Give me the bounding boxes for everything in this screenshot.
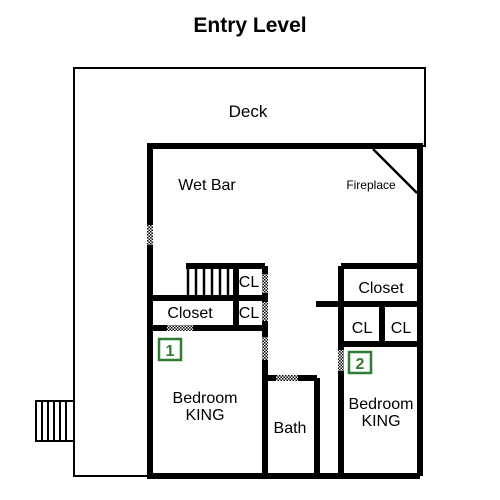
marker-2: 2: [347, 350, 373, 375]
marker-1-label: 1: [166, 343, 175, 360]
door-wet-bar-left: [147, 225, 153, 245]
door-closet-left: [167, 325, 193, 331]
label-closet-left: Closet: [167, 305, 213, 322]
marker-2-label: 2: [356, 356, 365, 373]
plan-title: Entry Level: [193, 14, 306, 37]
label-cl-right-b: CL: [391, 320, 412, 337]
door-cl-top: [262, 274, 268, 293]
label-deck: Deck: [229, 102, 268, 121]
label-wet-bar: Wet Bar: [178, 177, 236, 194]
label-bedroom2-line1: Bedroom: [349, 396, 414, 413]
label-bedroom1-line2: KING: [185, 407, 224, 424]
interior-walls: [150, 263, 420, 476]
label-cl-mid: CL: [239, 305, 260, 322]
exterior-stairs: [35, 400, 75, 442]
door-bath: [276, 375, 298, 381]
label-cl-right-a: CL: [352, 320, 373, 337]
label-bath: Bath: [274, 420, 307, 437]
marker-1: 1: [157, 337, 183, 362]
label-fireplace: Fireplace: [346, 178, 396, 192]
fireplace-shape: [372, 148, 418, 194]
door-cl-mid: [262, 302, 268, 321]
label-closet-right: Closet: [358, 280, 404, 297]
label-cl-top: CL: [239, 274, 260, 291]
label-bedroom2-line2: KING: [361, 413, 400, 430]
door-bedroom1: [262, 337, 268, 360]
interior-stairs: [186, 266, 230, 296]
door-bedroom2: [338, 350, 344, 371]
door-openings: [147, 225, 344, 381]
label-bedroom1-line1: Bedroom: [173, 390, 238, 407]
exterior-walls: [147, 143, 423, 479]
